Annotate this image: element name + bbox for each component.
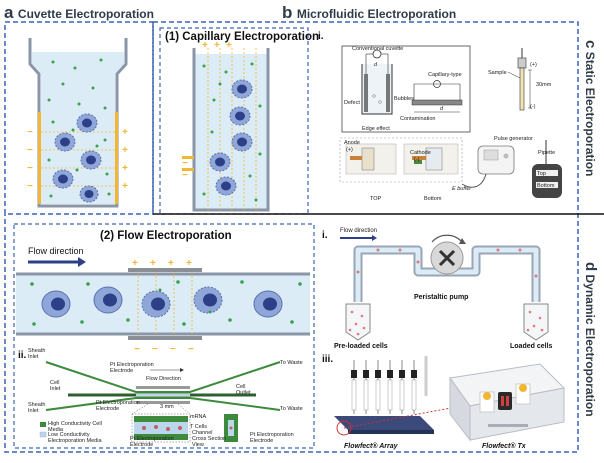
svg-text:+: + — [202, 40, 208, 51]
label-cell-inlet: Cell Inlet — [50, 380, 61, 392]
label-pipette: Pipette — [538, 150, 556, 156]
panel-d-title: d Dynamic Electroporation — [582, 262, 599, 417]
label-to-waste-bottom: To Waste — [280, 406, 303, 412]
svg-text:−: − — [170, 344, 176, 355]
capillary-illustration: + + + −− — [182, 40, 270, 212]
label-thirty-mm: 30mm — [536, 82, 552, 88]
svg-text:+: + — [122, 127, 128, 138]
label-cell-outlet: Cell Outlet — [236, 384, 251, 396]
svg-text:+: + — [122, 181, 128, 192]
svg-text:−: − — [27, 145, 33, 156]
label-anode-sign: (+) — [346, 147, 353, 153]
svg-text:−: − — [182, 170, 188, 181]
panel-b-title: b Microfluidic Electroporation — [282, 3, 457, 22]
svg-text:+: + — [122, 163, 128, 174]
capillary-i-numeral: i. — [318, 31, 324, 42]
svg-text:+: + — [168, 258, 174, 269]
label-defect: Defect — [344, 100, 360, 106]
svg-text:−: − — [27, 163, 33, 174]
label-flow-direction-small: Flow Direction — [146, 376, 181, 382]
label-flowfect-tx: Flowfect® Tx — [482, 443, 526, 450]
label-pt-electrode-top: Pt Electroporation Electrode — [110, 362, 154, 374]
label-top-small: Top — [537, 171, 546, 177]
electrode-photos — [339, 137, 463, 183]
dynamic-iii-numeral: iii. — [322, 354, 334, 365]
label-conventional-cuvette: Conventional cuvette — [352, 46, 404, 52]
label-edge-effect: Edge effect — [362, 126, 390, 132]
cuvette-illustration: − − − − + + + + — [27, 38, 128, 208]
flowfect-tx-device — [449, 363, 566, 442]
dynamic-i-numeral: i. — [322, 230, 328, 241]
svg-text:−: − — [182, 158, 188, 169]
dynamic-flow-direction-label: Flow direction — [340, 228, 378, 234]
label-channel-cross-section: Channel Cross Section View — [192, 430, 227, 448]
flowfect-array-illustration — [334, 356, 434, 436]
label-cathode-sign: (-) — [414, 157, 420, 163]
label-sheath-inlet-top: Sheath Inlet — [28, 348, 46, 360]
svg-text:+: + — [214, 40, 220, 51]
label-three-mm: 3 mm — [160, 404, 174, 410]
legend-high-conductivity: High Conductivity Cell Media — [48, 421, 102, 433]
label-pt-electrode-bottom: Pt Electroporation Electrode — [130, 436, 174, 448]
label-capillary-type: Capillary-type — [428, 72, 462, 78]
flow-direction-arrow — [28, 257, 86, 267]
svg-text:−: − — [27, 127, 33, 138]
label-bottom-small: Bottom — [537, 183, 555, 189]
label-plus: (+) — [530, 62, 537, 68]
pulse-generator-device — [461, 140, 562, 198]
label-d-left: d — [374, 62, 378, 68]
label-anode: Anode — [344, 140, 360, 146]
panel-a-title: a Cuvette Electroporation — [4, 3, 154, 22]
flow-device-schematic — [39, 361, 281, 443]
svg-text:+: + — [132, 258, 138, 269]
label-cathode: Cathode — [410, 150, 431, 156]
label-e-buffer: E buffer — [452, 186, 472, 192]
label-pt-electrode-mid: Pt Electroporation Electrode — [96, 400, 140, 412]
label-t-cells: T Cells — [190, 424, 208, 430]
label-peristaltic-pump: Peristaltic pump — [414, 294, 469, 301]
flow-ii-numeral: ii. — [18, 350, 27, 361]
svg-text:−: − — [188, 344, 194, 355]
label-to-waste-top: To Waste — [280, 360, 303, 366]
label-sheath-inlet-bottom: Sheath Inlet — [28, 402, 46, 414]
peristaltic-pump-illustration — [340, 234, 549, 341]
label-minus: (-) — [530, 104, 536, 110]
label-pulse-generator: Pulse generator — [494, 136, 533, 142]
label-bubbles: Bubbles — [394, 96, 414, 102]
svg-text:−: − — [134, 344, 140, 355]
label-flowfect-array: Flowfect® Array — [344, 443, 398, 450]
legend-low-conductivity: Low Conductivity Electroporation Media — [48, 432, 102, 444]
cuvette-vs-capillary-schematic — [341, 45, 471, 133]
capillary-title: (1) Capillary Electroporation — [165, 31, 320, 43]
label-contamination: Contamination — [400, 116, 436, 122]
capillary-pipette-schematic — [507, 48, 532, 111]
label-mrna: mRNA — [190, 414, 207, 420]
svg-text:−: − — [152, 344, 158, 355]
label-sample: Sample — [488, 70, 507, 76]
flow-channel-illustration: + + + + − − − − — [16, 258, 310, 355]
label-preloaded-cells: Pre-loaded cells — [334, 343, 388, 350]
panel-c-title: c Static Electroporation — [582, 40, 599, 177]
svg-text:+: + — [226, 40, 232, 51]
label-bottom: Bottom — [424, 196, 442, 202]
label-pt-electrode-right: Pt Electroporation Electrode — [250, 432, 294, 444]
svg-text:−: − — [27, 181, 33, 192]
label-loaded-cells: Loaded cells — [510, 343, 553, 350]
flow-title: (2) Flow Electroporation — [100, 230, 232, 242]
label-top: TOP — [370, 196, 382, 202]
svg-text:+: + — [186, 258, 192, 269]
flow-direction-label: Flow direction — [28, 246, 84, 256]
svg-text:+: + — [150, 258, 156, 269]
label-d-right: d — [440, 106, 444, 112]
svg-text:+: + — [122, 145, 128, 156]
